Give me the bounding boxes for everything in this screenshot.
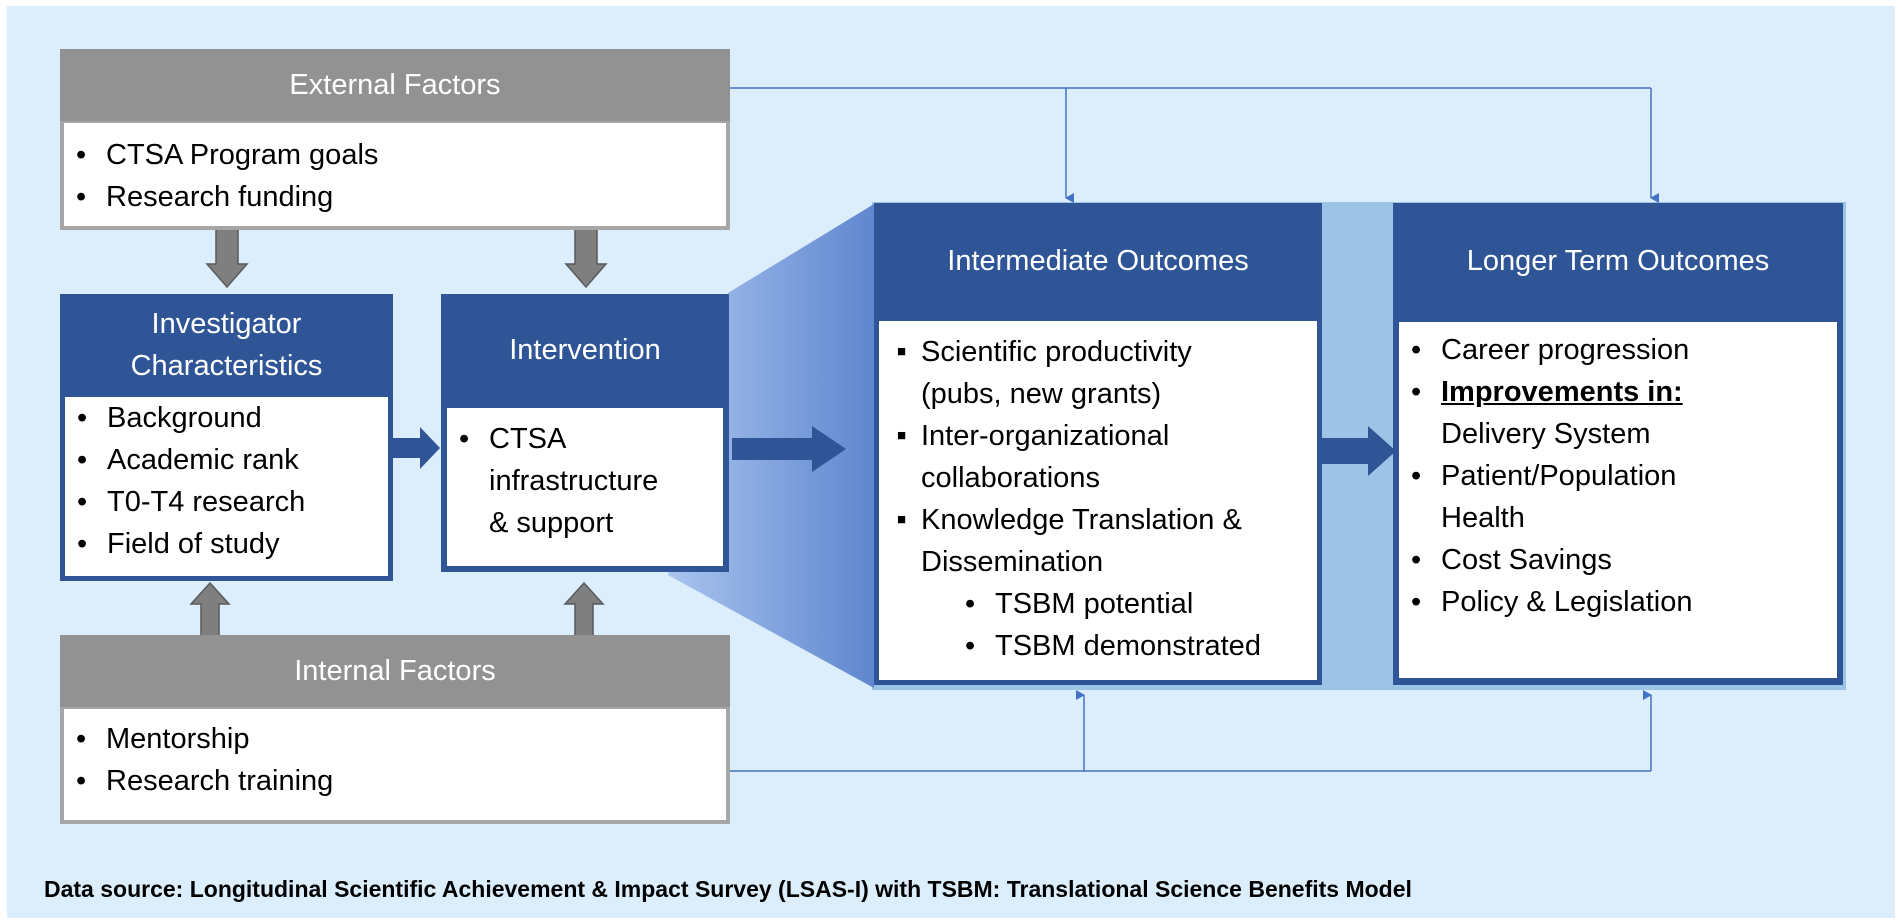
item-line: collaborations [921, 462, 1100, 494]
list-item: CTSA infrastructure & support [447, 418, 723, 544]
longer-term-outcomes-title: Longer Term Outcomes [1466, 244, 1770, 277]
intervention-line: infrastructure [489, 465, 659, 497]
internal-to-intervention-arrow [563, 581, 605, 638]
list-item: Improvements in: [1399, 371, 1837, 413]
list-item: Research funding [64, 176, 726, 218]
list-item: Patient/Population Health [1399, 455, 1837, 539]
list-item: Background [65, 397, 388, 439]
longer-term-outcomes-body: Career progression Improvements in: Deli… [1399, 322, 1837, 678]
list-item: Scientific productivity (pubs, new grant… [879, 331, 1317, 415]
item-line: Dissemination [921, 546, 1104, 578]
list-item: Research training [64, 760, 726, 802]
item-line: Knowledge Translation & [921, 504, 1242, 536]
intervention-body: CTSA infrastructure & support [447, 408, 723, 566]
item-line: Health [1441, 502, 1525, 534]
improvement-delivery: Delivery System [1441, 418, 1651, 450]
list-item: CTSA Program goals [64, 134, 726, 176]
list-item: Knowledge Translation & Dissemination TS… [879, 499, 1317, 667]
item-line: Scientific productivity [921, 336, 1192, 368]
investigator-characteristics-header: Investigator Characteristics [60, 294, 393, 395]
investigator-characteristics-box: Investigator Characteristics Background … [60, 294, 393, 581]
list-item: Field of study [65, 523, 388, 565]
external-factors-title: External Factors [289, 69, 501, 101]
item-line: (pubs, new grants) [921, 378, 1162, 410]
intermediate-outcomes-body: Scientific productivity (pubs, new grant… [879, 321, 1317, 680]
intervention-line: & support [489, 507, 614, 539]
intervention-header: Intervention [441, 294, 729, 406]
improvements-label: Improvements in: [1441, 376, 1683, 408]
intervention-title: Intervention [509, 334, 661, 366]
intermediate-outcomes-box: Intermediate Outcomes Scientific product… [874, 203, 1322, 685]
investigator-to-intervention-arrow [393, 427, 440, 469]
item-line: Patient/Population [1441, 460, 1677, 492]
investigator-title-line: Investigator [151, 307, 302, 340]
list-item: Cost Savings [1399, 539, 1837, 581]
intervention-box: Intervention CTSA infrastructure & suppo… [441, 294, 729, 572]
internal-to-investigator-arrow [189, 581, 231, 638]
external-to-intervention-arrow [564, 228, 608, 289]
list-item: Policy & Legislation [1399, 581, 1837, 623]
list-item: T0-T4 research [65, 481, 388, 523]
list-item: Mentorship [64, 718, 726, 760]
longer-term-outcomes-box: Longer Term Outcomes Career progression … [1393, 203, 1843, 685]
longer-term-outcomes-header: Longer Term Outcomes [1393, 203, 1843, 318]
intervention-line: CTSA [489, 423, 567, 455]
intermediate-to-longer-term-arrow [1322, 426, 1396, 476]
external-to-investigator-arrow [205, 228, 249, 289]
intervention-to-intermediate-arrow [732, 426, 846, 472]
item-line: Inter-organizational [921, 420, 1170, 452]
sub-list-item: TSBM demonstrated [953, 625, 1317, 667]
list-item: Career progression [1399, 329, 1837, 371]
external-factors-body: CTSA Program goals Research funding [64, 123, 726, 226]
investigator-title-line: Characteristics [130, 349, 323, 382]
internal-factors-title: Internal Factors [294, 655, 496, 687]
internal-factors-header: Internal Factors [60, 635, 730, 707]
sub-list-item: TSBM potential [953, 583, 1317, 625]
intermediate-outcomes-title: Intermediate Outcomes [947, 244, 1249, 277]
investigator-characteristics-body: Background Academic rank T0-T4 research … [65, 397, 388, 576]
external-factors-box: External Factors CTSA Program goals Rese… [60, 49, 730, 230]
intermediate-outcomes-header: Intermediate Outcomes [874, 203, 1322, 318]
internal-factors-body: Mentorship Research training [64, 709, 726, 820]
data-source-footer: Data source: Longitudinal Scientific Ach… [44, 876, 1412, 902]
list-item: Inter-organizational collaborations [879, 415, 1317, 499]
external-factors-header: External Factors [60, 49, 730, 121]
internal-factors-box: Internal Factors Mentorship Research tra… [60, 635, 730, 824]
list-item: Academic rank [65, 439, 388, 481]
